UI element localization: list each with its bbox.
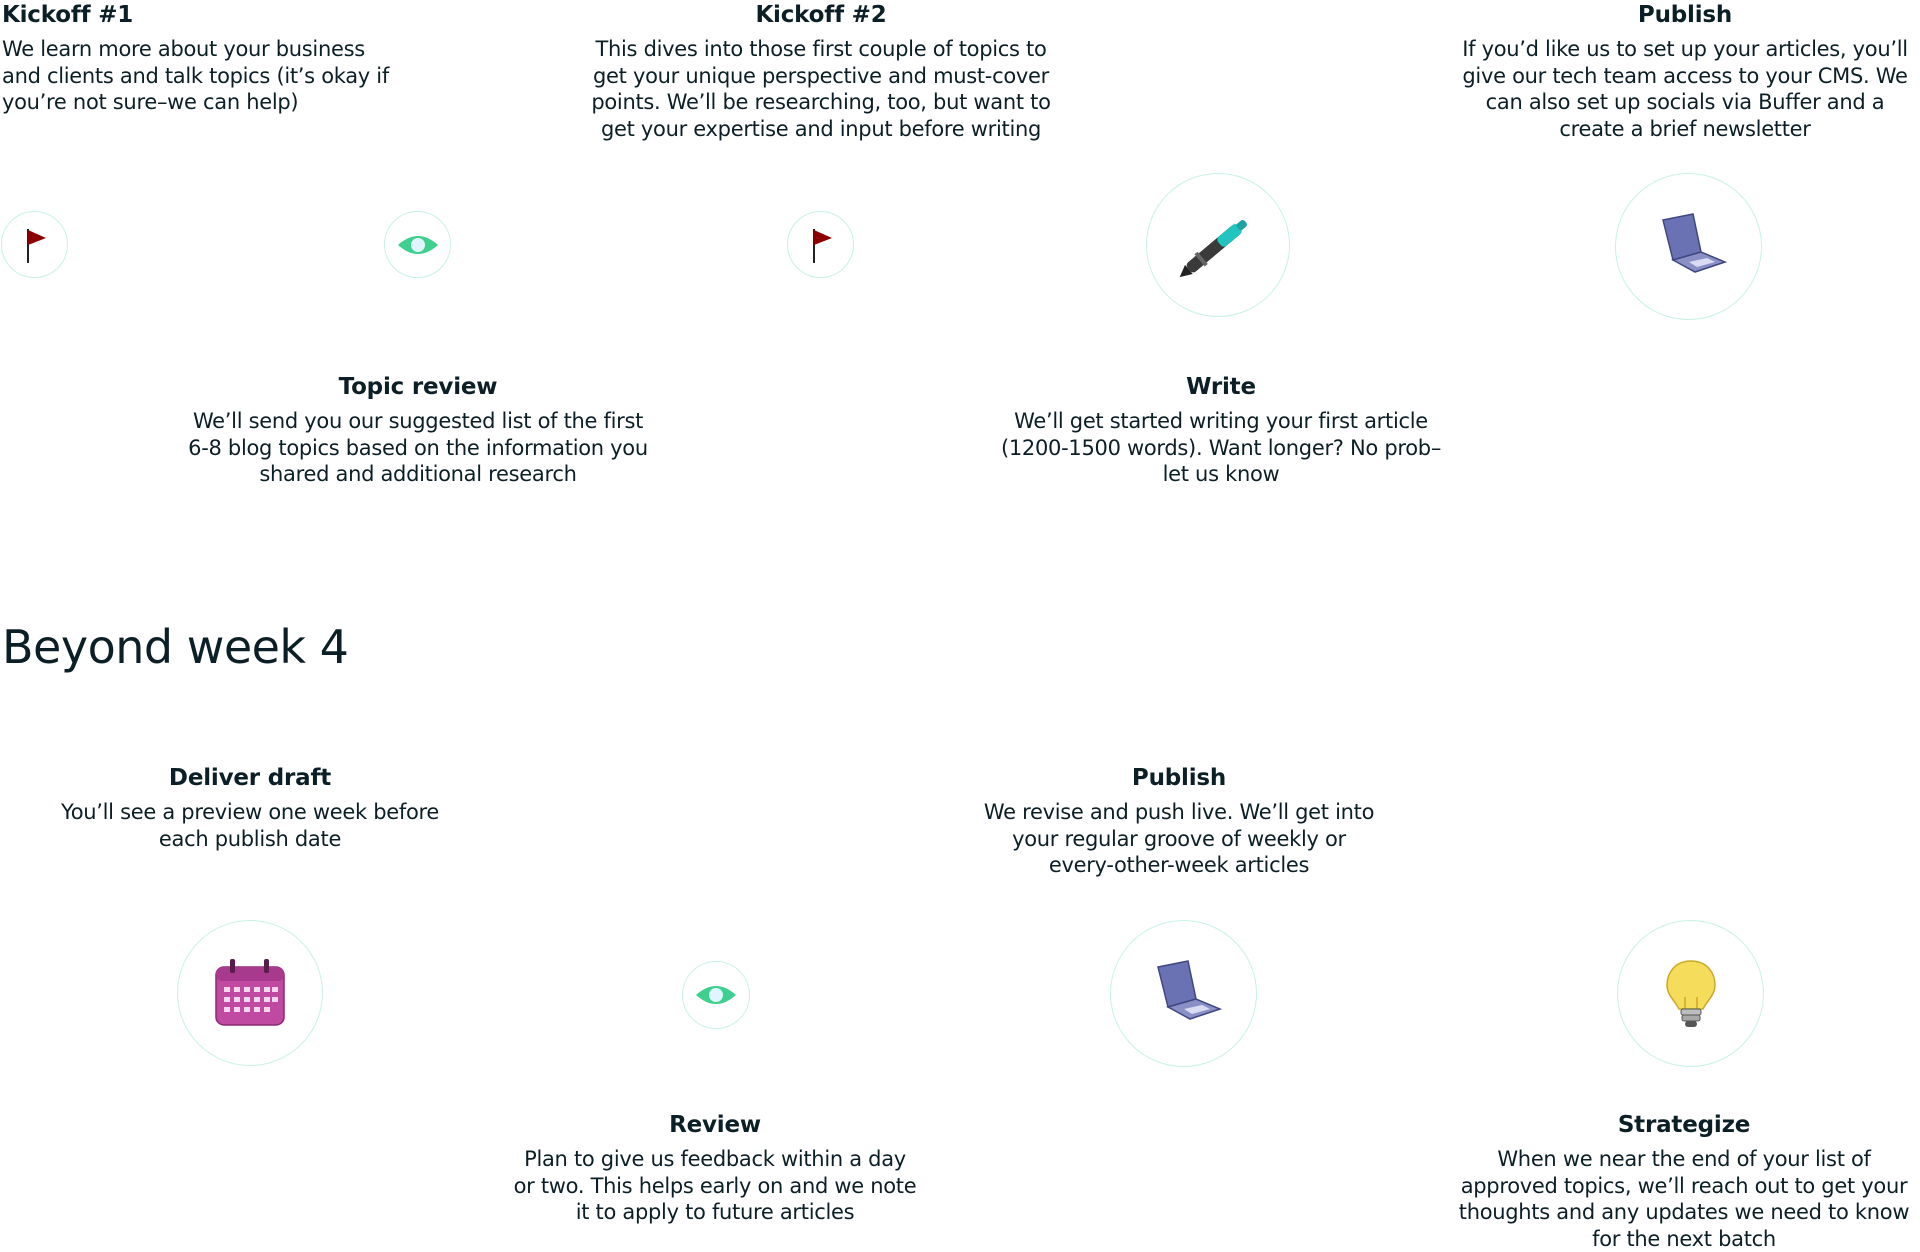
lightbulb-icon bbox=[1665, 959, 1716, 1027]
step-description: We’ll send you our suggested list of the… bbox=[188, 409, 648, 486]
eye-icon-circle bbox=[384, 211, 451, 278]
step-description: We learn more about your business and cl… bbox=[2, 37, 389, 114]
step-description: You’ll see a preview one week before eac… bbox=[60, 800, 440, 851]
flag-icon bbox=[812, 228, 832, 263]
step-title: Kickoff #2 bbox=[755, 2, 887, 28]
step-strategize: Strategize When we near the end of your … bbox=[1448, 1112, 1920, 1252]
step-publish-setup: Publish If you’d like us to set up your … bbox=[1452, 2, 1918, 142]
step-deliver-draft: Deliver draft You’ll see a preview one w… bbox=[60, 765, 440, 852]
step-kickoff-1: Kickoff #1 We learn more about your busi… bbox=[2, 2, 402, 116]
eye-icon-circle bbox=[682, 961, 750, 1029]
step-topic-review: Topic review We’ll send you our suggeste… bbox=[182, 374, 654, 488]
step-title: Review bbox=[669, 1112, 761, 1138]
step-description: We revise and push live. We’ll get into … bbox=[983, 800, 1375, 877]
flag-icon-circle bbox=[1, 211, 68, 278]
step-write: Write We’ll get started writing your fir… bbox=[990, 374, 1452, 488]
step-description: When we near the end of your list of app… bbox=[1458, 1147, 1910, 1251]
laptop-icon bbox=[1661, 212, 1727, 273]
calendar-icon-circle bbox=[177, 920, 323, 1066]
step-description: This dives into those first couple of to… bbox=[591, 37, 1051, 141]
laptop-icon-circle bbox=[1615, 173, 1762, 320]
step-title: Write bbox=[1186, 374, 1256, 400]
flag-icon bbox=[26, 228, 46, 263]
flag-icon-circle bbox=[787, 211, 854, 278]
step-description: If you’d like us to set up your articles… bbox=[1462, 37, 1908, 141]
step-title: Publish bbox=[1131, 765, 1227, 791]
step-title: Topic review bbox=[338, 374, 498, 400]
step-kickoff-2: Kickoff #2 This dives into those first c… bbox=[583, 2, 1059, 142]
eye-icon bbox=[696, 986, 736, 1004]
section-heading: Beyond week 4 bbox=[2, 620, 349, 674]
calendar-icon bbox=[215, 959, 285, 1026]
step-publish-live: Publish We revise and push live. We’ll g… bbox=[978, 765, 1380, 879]
eye-icon bbox=[397, 235, 438, 254]
step-title: Kickoff #1 bbox=[2, 2, 134, 28]
step-title: Deliver draft bbox=[168, 765, 332, 791]
step-description: Plan to give us feedback within a day or… bbox=[513, 1147, 917, 1224]
step-title: Strategize bbox=[1617, 1112, 1751, 1138]
step-title: Publish bbox=[1637, 2, 1733, 28]
step-review: Review Plan to give us feedback within a… bbox=[512, 1112, 918, 1226]
pen-icon-circle bbox=[1146, 173, 1290, 317]
lightbulb-icon-circle bbox=[1617, 920, 1764, 1067]
pen-icon bbox=[1179, 220, 1247, 278]
laptop-icon bbox=[1156, 959, 1222, 1020]
laptop-icon-circle bbox=[1110, 920, 1257, 1067]
step-description: We’ll get started writing your first art… bbox=[1000, 409, 1442, 486]
